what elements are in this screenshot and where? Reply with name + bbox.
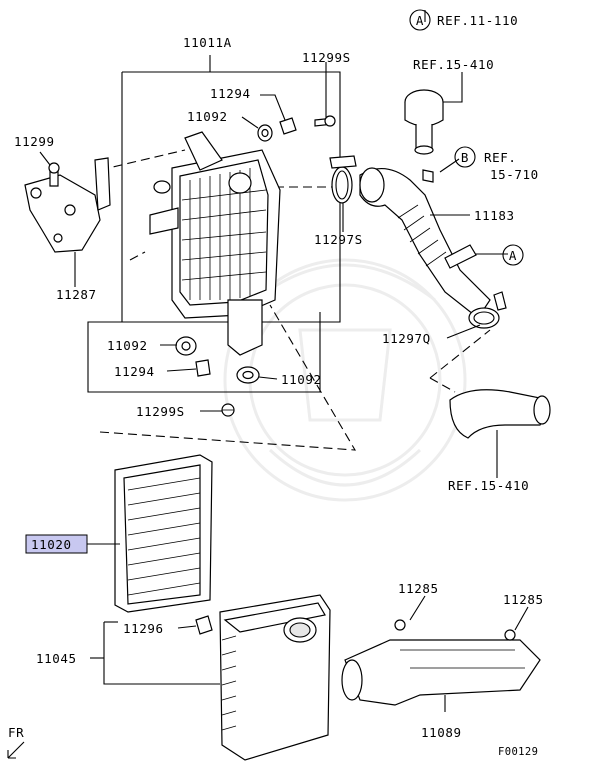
ref-marker-a-top (409, 9, 431, 31)
label-11294-bottom[interactable]: 11294 (114, 364, 155, 379)
duct-ref-15-410-bottom (449, 389, 551, 439)
label-11285-right[interactable]: 11285 (503, 592, 544, 607)
grommet-11092-mid (175, 336, 197, 356)
case-group-outline (87, 71, 341, 393)
label-11299s-bottom[interactable]: 11299S (136, 404, 185, 419)
clamp-11297s (329, 155, 357, 204)
bolt-11285-right (504, 629, 516, 641)
fr-arrow-icon (7, 741, 25, 759)
label-11020[interactable]: 11020 (31, 537, 72, 552)
collar-11294-bottom (195, 359, 211, 377)
label-ref-15-410-bottom[interactable]: REF.15-410 (448, 478, 529, 493)
air-cleaner-upper-case (149, 131, 281, 356)
label-11183[interactable]: 11183 (474, 208, 515, 223)
figure-code: F00129 (498, 746, 538, 758)
air-cleaner-lower-case-11045 (219, 594, 331, 761)
label-11296[interactable]: 11296 (123, 621, 164, 636)
bolt-11285-left (394, 619, 406, 631)
grommet-11092-top (257, 124, 273, 142)
clamp-11297q (468, 291, 507, 329)
label-11297s[interactable]: 11297S (314, 232, 363, 247)
air-cleaner-element-11020 (114, 454, 213, 613)
label-ref-11-110[interactable]: REF.11-110 (437, 13, 518, 28)
label-ref-15-410-top[interactable]: REF.15-410 (413, 57, 494, 72)
fr-label: FR (8, 725, 24, 740)
clip-11296 (195, 615, 213, 635)
clip-ref-b (422, 169, 434, 183)
bolt-11299 (48, 162, 60, 187)
label-11045[interactable]: 11045 (36, 651, 77, 666)
label-11299s-top[interactable]: 11299S (302, 50, 351, 65)
label-ref-15-710-line2[interactable]: 15-710 (490, 167, 539, 182)
ref-marker-a-hose (502, 244, 524, 266)
label-11089[interactable]: 11089 (421, 725, 462, 740)
bracket-11287 (24, 157, 111, 253)
ref-marker-a-hose-letter: A (509, 248, 517, 263)
ref-marker-b-letter: B (461, 150, 469, 165)
air-duct-11089 (341, 639, 541, 706)
dashed-leaders (99, 149, 491, 451)
label-11092-mid[interactable]: 11092 (107, 338, 148, 353)
label-11287[interactable]: 11287 (56, 287, 97, 302)
label-ref-15-710-line1[interactable]: REF. (484, 150, 517, 165)
collar-11294-top (279, 117, 297, 135)
label-11011a[interactable]: 11011A (183, 35, 232, 50)
watermark-emblem (223, 258, 467, 502)
highlight-11020 (25, 534, 88, 554)
label-11092-top[interactable]: 11092 (187, 109, 228, 124)
label-11294-top[interactable]: 11294 (210, 86, 251, 101)
ref-marker-a-top-letter: A (416, 13, 424, 28)
label-11285-left[interactable]: 11285 (398, 581, 439, 596)
label-11092-bottom[interactable]: 11092 (281, 372, 322, 387)
label-11297q[interactable]: 11297Q (382, 331, 431, 346)
hose-11183 (359, 167, 491, 319)
ref-marker-b (454, 146, 476, 168)
bolt-11299s-top (314, 115, 336, 127)
bolt-11299s-bottom (221, 403, 235, 417)
grommet-11092-bottom (236, 366, 260, 384)
label-11299[interactable]: 11299 (14, 134, 55, 149)
resonator-ref-15-410 (404, 89, 444, 155)
